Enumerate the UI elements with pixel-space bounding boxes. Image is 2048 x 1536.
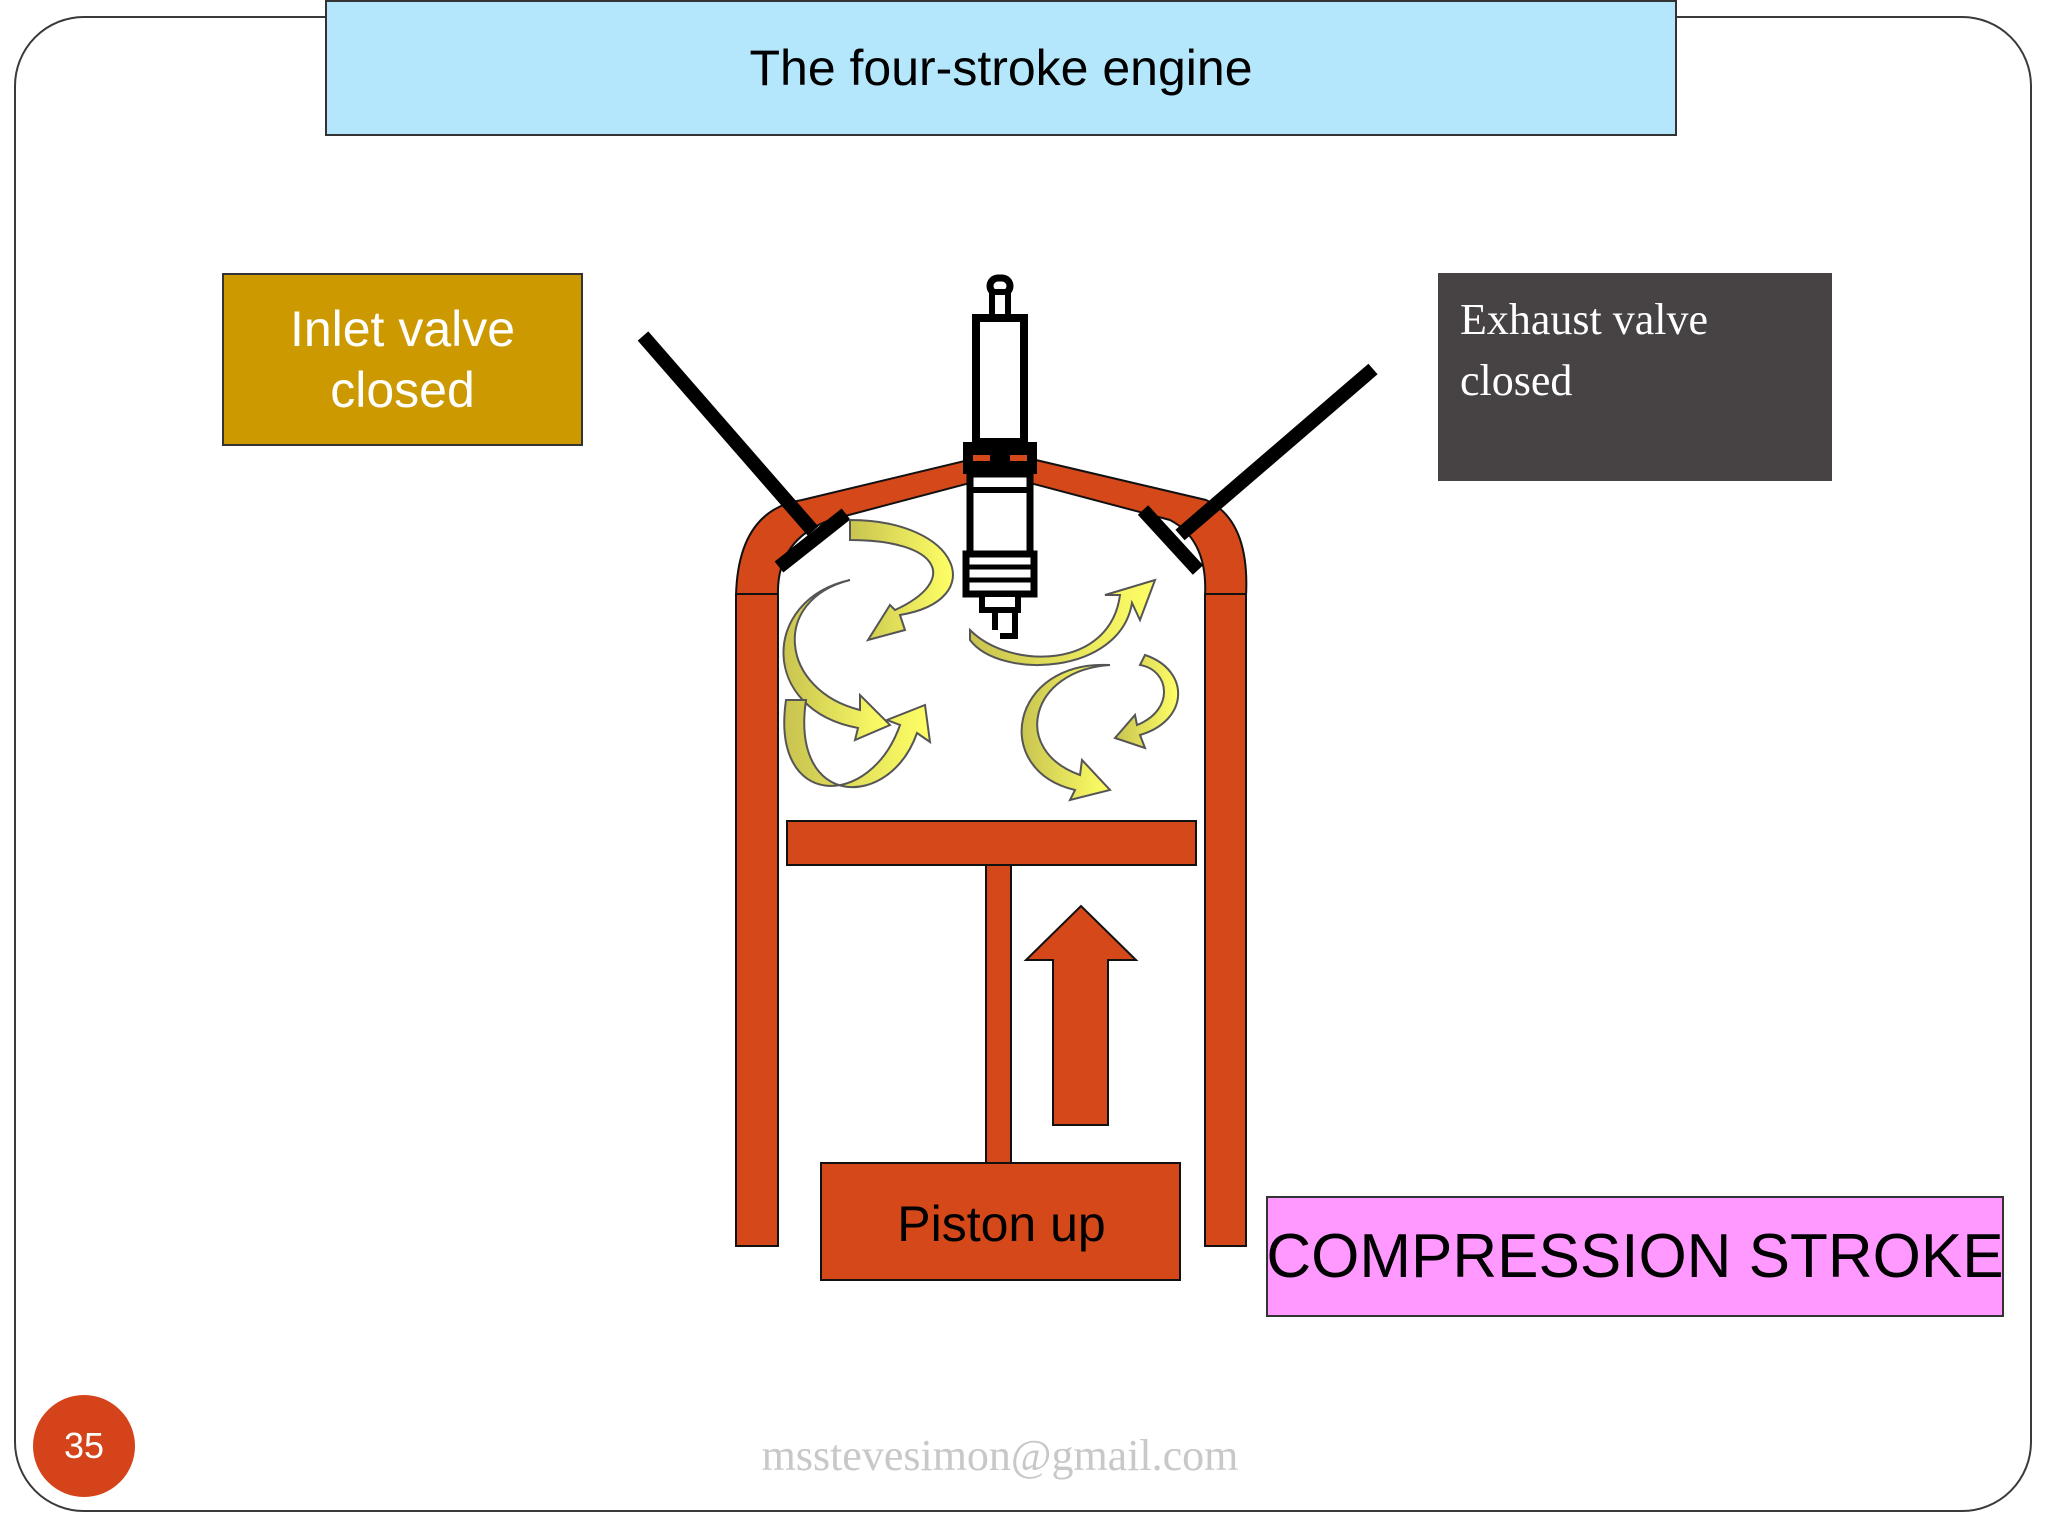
piston-label: Piston up — [897, 1195, 1106, 1252]
cylinder-right-wall — [1204, 593, 1247, 1247]
swirl-arrows — [782, 518, 1180, 802]
stroke-text: COMPRESSION STROKE — [1266, 1222, 2004, 1291]
piston-base — [820, 1162, 1181, 1281]
inlet-valve-label: Inlet valve closed — [222, 273, 583, 446]
inlet-valve — [637, 331, 851, 573]
slide-number-badge: 35 — [33, 1395, 135, 1497]
spark-plug-icon — [962, 274, 1038, 639]
swirl-arrow-icon — [1020, 663, 1112, 802]
piston — [786, 820, 1197, 1281]
title-text: The four-stroke engine — [749, 40, 1253, 96]
exhaust-valve-text: Exhaust valve closed — [1460, 295, 1709, 405]
stroke-label: COMPRESSION STROKE — [1266, 1196, 2004, 1317]
swirl-arrow-icon — [783, 699, 932, 789]
exhaust-valve — [1137, 363, 1378, 575]
page-title: The four-stroke engine — [325, 0, 1677, 136]
inlet-valve-text: Inlet valve closed — [289, 300, 516, 418]
footer-email: msstevesimon@gmail.com — [761, 1431, 1239, 1480]
swirl-arrow-icon — [782, 579, 892, 742]
cylinder — [734, 450, 1248, 1247]
up-arrow-icon — [1023, 904, 1139, 1126]
piston-head — [786, 820, 1197, 866]
exhaust-valve-label: Exhaust valve closed — [1438, 273, 1832, 481]
swirl-arrow-icon — [849, 518, 954, 642]
connecting-rod — [985, 864, 1012, 1166]
cylinder-left-wall — [735, 593, 779, 1247]
swirl-arrow-icon — [1113, 653, 1180, 750]
swirl-arrow-icon — [969, 578, 1157, 666]
slide-number: 35 — [63, 1425, 105, 1466]
